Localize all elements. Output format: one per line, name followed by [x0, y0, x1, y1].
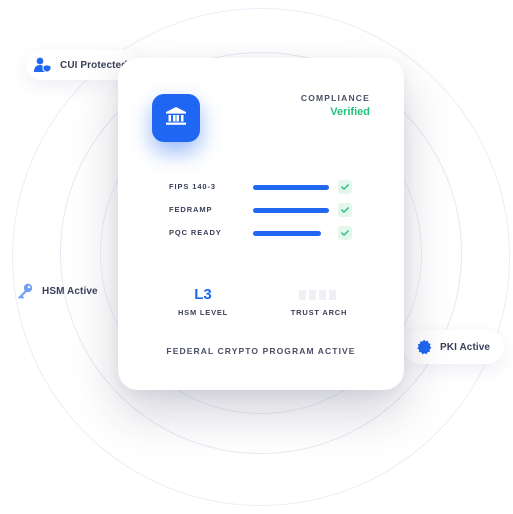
hsm-active-badge: HSM Active	[12, 279, 106, 303]
program-status-footer: FEDERAL CRYPTO PROGRAM ACTIVE	[166, 346, 356, 356]
hsm-level-value: L3	[194, 286, 212, 303]
compliance-status: Verified	[330, 106, 370, 118]
hsm-level-label: HSM LEVEL	[177, 308, 229, 317]
meter-row-fedramp: FEDRAMP	[169, 203, 355, 217]
meter-label: FIPS 140-3	[169, 182, 216, 191]
bank-icon-tile	[152, 94, 200, 142]
compliance-card: COMPLIANCE Verified FIPS 140-3 FEDRAMP P…	[118, 58, 404, 390]
meter-label: FEDRAMP	[169, 205, 213, 214]
user-shield-icon	[34, 57, 52, 73]
hsm-level-stat: L3 HSM LEVEL	[158, 286, 248, 317]
hsm-active-label: HSM Active	[42, 285, 98, 297]
check-icon	[338, 203, 352, 217]
meter-bar	[253, 231, 321, 236]
pki-active-label: PKI Active	[440, 341, 491, 353]
meter-bar	[253, 208, 329, 213]
meter-label: PQC READY	[169, 228, 222, 237]
orbit-ring-outer	[12, 8, 510, 506]
orbit-ring-middle	[60, 52, 462, 454]
key-icon	[16, 282, 34, 300]
cui-protected-label: CUI Protected	[60, 59, 128, 71]
meter-bar	[253, 185, 329, 190]
trust-arch-label: TRUST ARCH	[290, 308, 348, 317]
pki-active-badge: PKI Active	[404, 330, 505, 364]
check-icon	[338, 226, 352, 240]
meter-row-fips: FIPS 140-3	[169, 180, 355, 194]
seal-badge-icon	[416, 339, 432, 355]
faded-value	[299, 290, 339, 300]
compliance-label: COMPLIANCE	[300, 93, 370, 103]
trust-arch-stat: TRUST ARCH	[274, 286, 364, 317]
bank-icon	[165, 106, 187, 131]
trust-arch-value-placeholder	[274, 286, 364, 304]
meter-row-pqc: PQC READY	[169, 226, 355, 240]
check-icon	[338, 180, 352, 194]
